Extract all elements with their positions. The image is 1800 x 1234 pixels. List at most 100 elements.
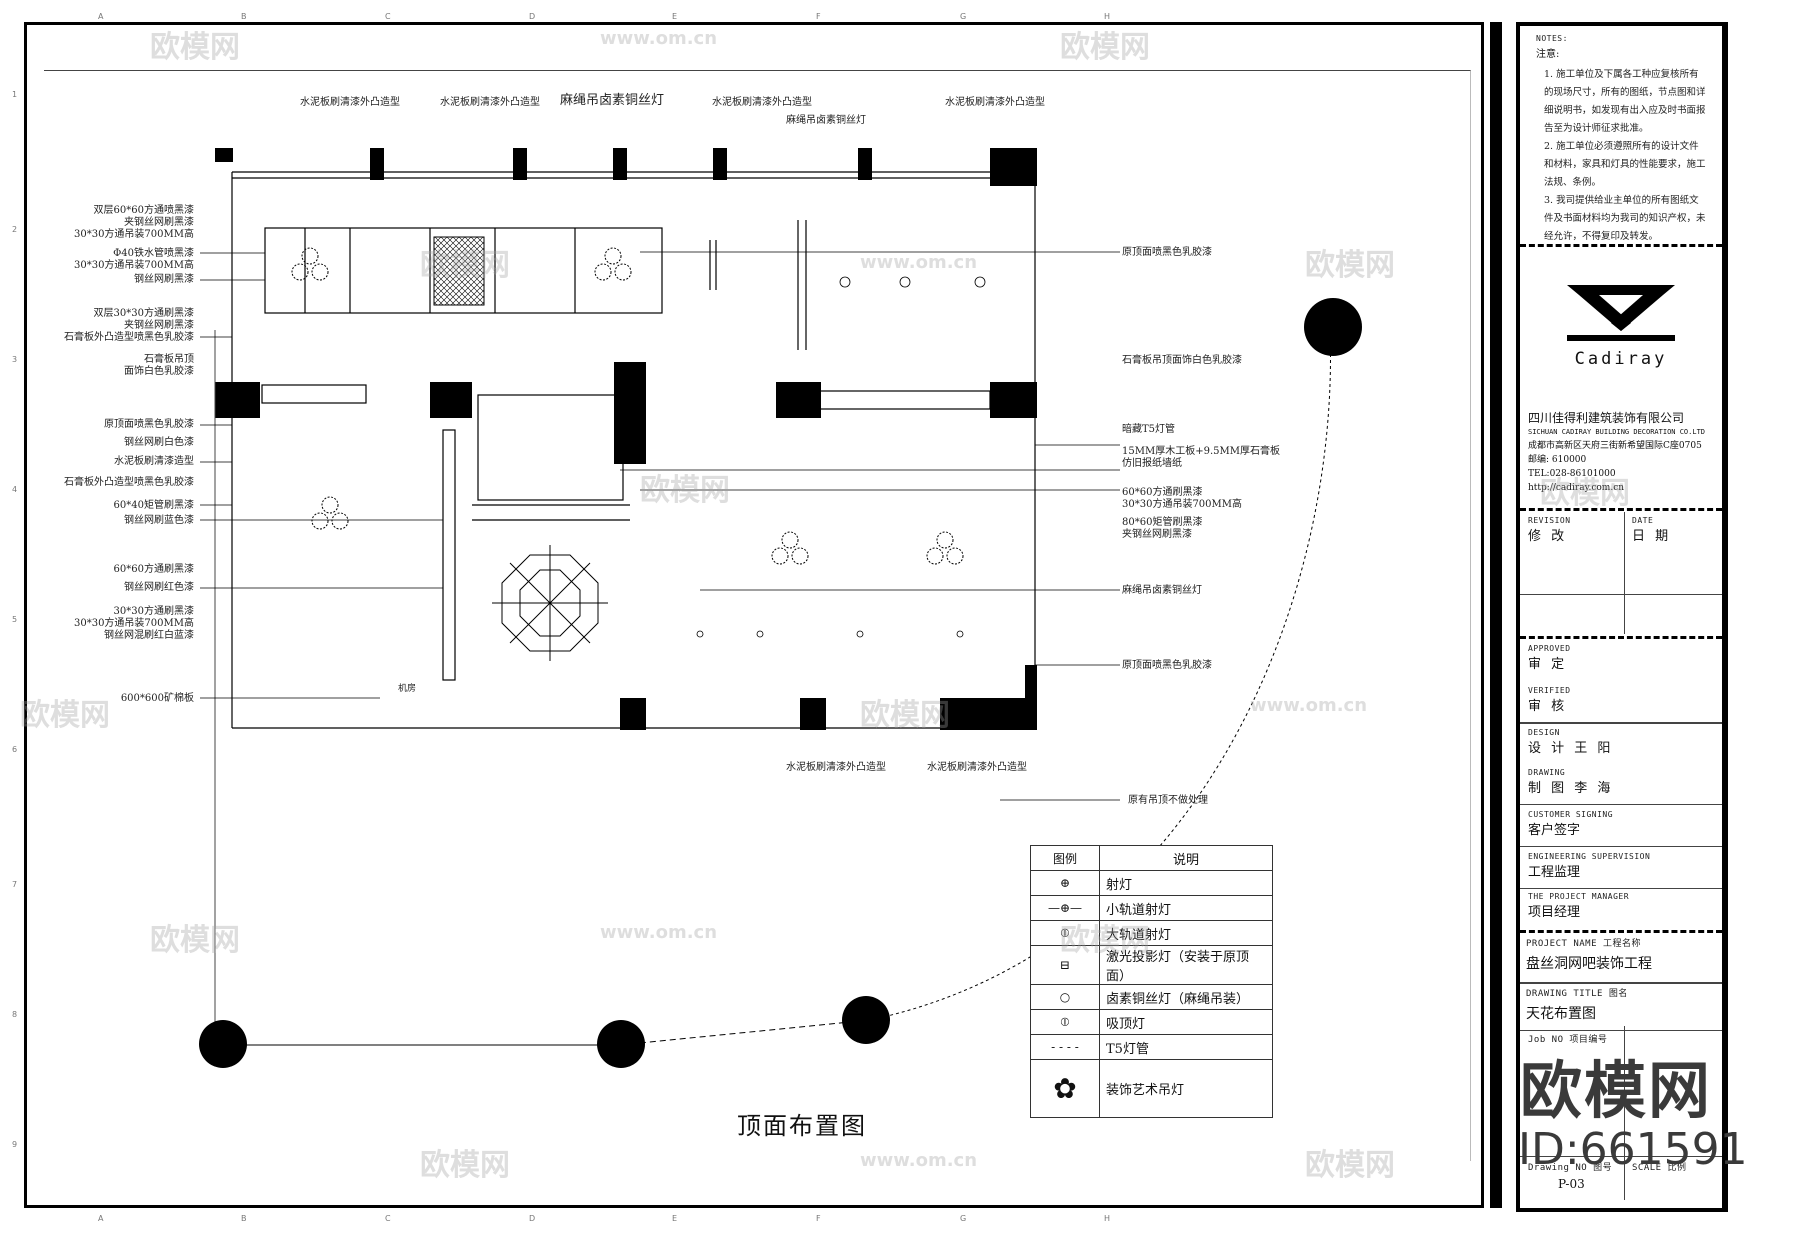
legend-row: ⦶ 大轨道射灯 xyxy=(1030,920,1273,946)
grid-col-label: G xyxy=(960,12,967,21)
note-item: 3. 我司提供给业主单位的所有图纸文件及书面材料均为我司的知识产权，未经允许，不… xyxy=(1544,195,1706,242)
legend-desc: 激光投影灯（安装于原顶面） xyxy=(1099,945,1273,985)
right-annotation: 15MM厚木工板+9.5MM厚石膏板仿旧报纸墙纸 xyxy=(1122,446,1280,469)
right-annotation: 原顶面喷黑色乳胶漆 xyxy=(1122,247,1212,258)
grid-col-label: C xyxy=(385,12,391,21)
date-header: DATE 日 期 xyxy=(1632,516,1672,544)
revision-col-divider xyxy=(1624,512,1625,634)
design-field: DESIGN 设 计 王 阳 xyxy=(1528,728,1614,756)
notes-caption-cn: 注意: xyxy=(1536,49,1560,60)
left-annotation: 石膏板外凸造型喷黑色乳胶漆 xyxy=(64,477,194,488)
divider xyxy=(1520,846,1722,847)
revision-row-divider xyxy=(1520,594,1722,595)
legend-row: ✿ 装饰艺术吊灯 xyxy=(1030,1059,1273,1118)
grid-row-label: 3 xyxy=(12,355,18,364)
notes-list: 1. 施工单位及下属各工种应复核所有的现场尺寸，所有的图纸，节点图和详细说明书，… xyxy=(1534,66,1708,246)
cadiray-logo-icon xyxy=(1567,285,1675,341)
company-info: 四川佳得利建筑装饰有限公司 SICHUAN CADIRAY BUILDING D… xyxy=(1520,411,1722,495)
spotlight-icon: ⊕ xyxy=(1030,870,1100,896)
left-annotation: 钢丝网刷白色漆 xyxy=(124,437,194,448)
divider xyxy=(1520,508,1722,511)
divider xyxy=(1520,1030,1722,1031)
grid-row-label: 6 xyxy=(12,745,18,754)
legend-header-desc: 说明 xyxy=(1099,845,1273,871)
job-no-field: Job NO 项目编号 xyxy=(1528,1035,1608,1045)
approved-field: APPROVED 审 定 xyxy=(1528,644,1571,672)
right-annotation: 原顶面喷黑色乳胶漆 xyxy=(1122,660,1212,671)
legend-desc: 射灯 xyxy=(1099,870,1273,896)
note-item: 1. 施工单位及下属各工种应复核所有的现场尺寸，所有的图纸，节点图和详细说明书，… xyxy=(1544,69,1706,134)
drawing-title: 顶面布置图 xyxy=(737,1112,867,1140)
drawing-area-frame xyxy=(44,70,1471,1161)
top-annotation: 麻绳吊卤素铜丝灯 xyxy=(560,93,665,108)
project-name-field: PROJECT NAME 工程名称 盘丝洞网吧装饰工程 xyxy=(1526,939,1652,972)
right-annotation: 石膏板吊顶面饰白色乳胶漆 xyxy=(1122,355,1242,366)
legend-desc: 大轨道射灯 xyxy=(1099,920,1273,946)
legend-desc: T5灯管 xyxy=(1099,1034,1273,1060)
grid-row-label: 1 xyxy=(12,90,18,99)
company-url[interactable]: http://cadiray.com.cn xyxy=(1528,483,1625,493)
left-annotation: 石膏板吊顶面饰白色乳胶漆 xyxy=(124,354,194,377)
company-name-cn: 四川佳得利建筑装饰有限公司 xyxy=(1528,411,1685,425)
sheet-border xyxy=(24,22,1484,1208)
large-track-spotlight-icon: ⦶ xyxy=(1030,920,1100,946)
t5-tube-icon: - - - - xyxy=(1030,1034,1100,1060)
divider xyxy=(1520,982,1722,984)
left-annotation: 钢丝网刷蓝色漆 xyxy=(124,515,194,526)
drawing-by-field: DRAWING 制 图 李 海 xyxy=(1528,768,1614,796)
left-annotation: 原顶面喷黑色乳胶漆 xyxy=(104,419,194,430)
divider xyxy=(1520,930,1722,933)
top-annotation: 麻绳吊卤素铜丝灯 xyxy=(786,115,866,126)
grid-row-label: 7 xyxy=(12,880,18,889)
divider xyxy=(1520,244,1722,247)
legend-desc: 小轨道射灯 xyxy=(1099,895,1273,921)
legend-row: —⊕— 小轨道射灯 xyxy=(1030,895,1273,921)
grid-col-label: B xyxy=(241,1214,247,1223)
grid-col-label: B xyxy=(241,12,247,21)
grid-row-label: 8 xyxy=(12,1010,18,1019)
grid-col-label: H xyxy=(1104,1214,1111,1223)
scale-field: SCALE 比例 xyxy=(1632,1163,1687,1173)
column-marker xyxy=(199,1020,247,1068)
left-annotation: 60*40矩管刷黑漆 xyxy=(113,500,194,511)
left-annotation: 钢丝网刷红色漆 xyxy=(124,582,194,593)
bottom-annotation: 水泥板刷清漆外凸造型 xyxy=(786,762,886,773)
ceiling-plan-drawing xyxy=(200,148,1331,1046)
right-annotation: 暗藏T5灯管 xyxy=(1122,424,1176,435)
revision-table: REVISION 修 改 DATE 日 期 xyxy=(1520,512,1722,634)
legend-row: ⦶ 吸顶灯 xyxy=(1030,1009,1273,1035)
right-annotation: 麻绳吊卤素铜丝灯 xyxy=(1122,585,1202,596)
grid-row-label: 4 xyxy=(12,485,18,494)
grid-col-label: C xyxy=(385,1214,391,1223)
grid-col-label: A xyxy=(98,1214,104,1223)
divider xyxy=(1520,888,1722,889)
grid-row-label: 5 xyxy=(12,615,18,624)
grid-row-label: 9 xyxy=(12,1140,18,1149)
legend-header-symbol: 图例 xyxy=(1030,845,1100,871)
legend-desc: 卤素铜丝灯（麻绳吊装） xyxy=(1099,984,1273,1010)
grid-col-label: H xyxy=(1104,12,1111,21)
left-annotation: 60*60方通刷黑漆 xyxy=(113,564,194,575)
company-logo: Cadiray xyxy=(1520,281,1722,369)
left-annotation: 水泥板刷清漆造型 xyxy=(114,456,194,467)
right-annotation: 原有吊顶不做处理 xyxy=(1128,795,1208,806)
legend-table: 图例 说明 ⊕ 射灯 —⊕— 小轨道射灯 ⦶ 大轨道射灯 ⊟ 激光投影灯（安装于… xyxy=(1030,845,1273,1118)
notes-caption: NOTES: xyxy=(1536,34,1568,43)
bottom-annotation: 水泥板刷清漆外凸造型 xyxy=(927,762,1027,773)
grid-col-label: D xyxy=(529,12,536,21)
legend-row: ⊕ 射灯 xyxy=(1030,870,1273,896)
ceiling-lamp-icon: ⦶ xyxy=(1030,1009,1100,1035)
legend-row: ⊟ 激光投影灯（安装于原顶面） xyxy=(1030,945,1273,985)
column-marker xyxy=(597,1020,645,1068)
customer-sign-field: CUSTOMER SIGNING 客户签字 xyxy=(1528,810,1614,838)
grid-row-label: 2 xyxy=(12,225,18,234)
grid-col-label: D xyxy=(529,1214,536,1223)
grid-col-label: F xyxy=(816,12,821,21)
sheet-divider-bar xyxy=(1490,22,1502,1208)
left-annotation: 双层30*30方通刷黑漆夹钢丝网刷黑漆石膏板外凸造型喷黑色乳胶漆 xyxy=(64,308,194,343)
column-marker xyxy=(842,996,890,1044)
small-track-spotlight-icon: —⊕— xyxy=(1030,895,1100,921)
top-annotation: 水泥板刷清漆外凸造型 xyxy=(300,97,400,108)
